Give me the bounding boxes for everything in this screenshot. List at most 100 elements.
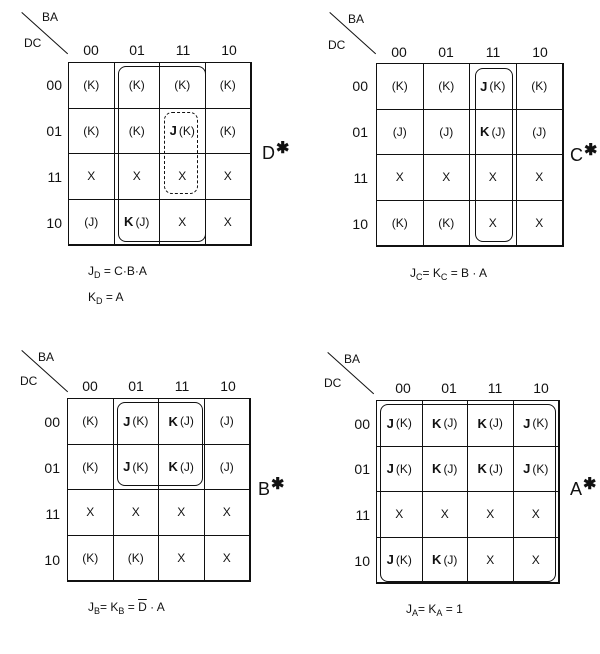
kmap-cell: (K) [67, 534, 114, 581]
cell-value: X [535, 170, 544, 185]
cell-value: X [486, 507, 495, 522]
col-header: 00 [395, 380, 411, 396]
cell-value: (K) [395, 416, 412, 431]
cell-value: (K) [128, 123, 145, 138]
group-loop [117, 402, 203, 486]
kmap-cell: X [515, 154, 563, 201]
kmap-cell: X [68, 153, 115, 200]
group-loop [475, 68, 513, 242]
cell-bold-letter: J [386, 415, 394, 431]
row-header: 00 [46, 77, 62, 93]
cell-value: (K) [391, 215, 408, 230]
output-variable: C✱ [570, 142, 598, 165]
row-header: 01 [354, 461, 370, 477]
cell-value: (K) [128, 78, 145, 93]
cell-value: X [178, 214, 187, 229]
cell-value: (K) [489, 79, 506, 94]
col-header: 11 [175, 42, 191, 58]
kmap-cell: X [204, 153, 251, 200]
cell-value: (K) [532, 461, 549, 476]
cell-value: X [177, 505, 186, 520]
dc-label: DC [20, 374, 38, 388]
cell-bold-letter: K [477, 461, 487, 477]
kmap-cell: X [515, 199, 563, 246]
cell-value: X [440, 507, 449, 522]
cell-value: X [86, 505, 95, 520]
cell-bold-letter: J [523, 461, 531, 477]
equation-jd: JD = C·B·A [88, 264, 147, 281]
cell-value: (K) [132, 414, 149, 429]
kmap-cell: (K) [68, 62, 115, 109]
kmap-cell: (K) [67, 443, 114, 490]
equation-jb-kb: JB= KB = D · A [88, 600, 165, 617]
ba-label: BA [42, 10, 59, 24]
cell-value: (K) [127, 550, 144, 565]
cell-bold-letter: K [477, 415, 487, 431]
kmap-cell: (J) [68, 198, 115, 245]
col-header: 00 [391, 44, 407, 60]
row-header: 10 [352, 216, 368, 232]
kmap-cell: (J) [376, 108, 424, 155]
col-header: 01 [441, 380, 457, 396]
cell-value: (K) [82, 459, 99, 474]
cell-bold-letter: K [124, 214, 134, 230]
cell-bold-letter: J [386, 461, 394, 477]
cell-value: (J) [135, 214, 150, 229]
cell-value: X [222, 550, 231, 565]
kmap-cell: (K) [515, 63, 563, 110]
col-header: 11 [487, 380, 503, 396]
row-header: 11 [353, 170, 368, 186]
kmap-b: BA DC 00 01 11 10 00 01 11 10 (K)J(K)K(J… [0, 340, 300, 654]
cell-value: (J) [84, 214, 99, 229]
kmap-cell: X [204, 198, 251, 245]
cell-value: X [488, 215, 497, 230]
cell-bold-letter: J [123, 459, 131, 475]
equation-kd: KD = A [88, 290, 124, 307]
cell-value: X [531, 552, 540, 567]
cell-value: (J) [491, 124, 506, 139]
kmap-cell: X [203, 489, 250, 536]
kmap-cell: (K) [68, 107, 115, 154]
cell-value: (K) [438, 215, 455, 230]
cell-value: (J) [443, 461, 458, 476]
cell-bold-letter: K [432, 552, 442, 568]
kmap-cell: X [422, 154, 470, 201]
kmap-c: BA DC 00 01 11 10 00 01 11 10 (K)(K)J(K)… [308, 0, 600, 314]
col-header: 01 [438, 44, 454, 60]
cell-value: (J) [443, 552, 458, 567]
cell-value: (K) [219, 123, 236, 138]
row-header: 11 [355, 507, 370, 523]
equation-ja-ka: JA= KA = 1 [406, 602, 463, 619]
kmap-d: BA DC 00 01 11 10 00 01 11 10 (K)(K)(K)(… [0, 0, 300, 314]
output-variable: B✱ [258, 476, 285, 499]
cell-value: (K) [82, 414, 99, 429]
cell-value: (K) [174, 78, 191, 93]
row-header: 01 [44, 460, 60, 476]
col-header: 11 [485, 44, 501, 60]
cell-value: (K) [83, 123, 100, 138]
kmap-cell: (K) [422, 63, 470, 110]
row-header: 00 [352, 78, 368, 94]
cell-bold-letter: J [386, 552, 394, 568]
row-header: 11 [47, 169, 62, 185]
cell-value: X [488, 170, 497, 185]
cell-value: (K) [438, 79, 455, 94]
dc-label: DC [24, 36, 42, 50]
kmap-cell: X [112, 489, 159, 536]
cell-value: (K) [83, 78, 100, 93]
kmap-cell: X [512, 536, 559, 583]
kmap-cell: (J) [203, 443, 250, 490]
kmap-cell: X [203, 534, 250, 581]
kmap-cell: X [158, 534, 205, 581]
cell-bold-letter: K [432, 461, 442, 477]
group-loop [380, 404, 556, 582]
kmap-cell: (K) [376, 199, 424, 246]
dc-label: DC [324, 376, 342, 390]
kmap-cell: X [67, 489, 114, 536]
cell-bold-letter: K [432, 415, 442, 431]
cell-value: (K) [178, 123, 195, 138]
cell-value: X [178, 169, 187, 184]
